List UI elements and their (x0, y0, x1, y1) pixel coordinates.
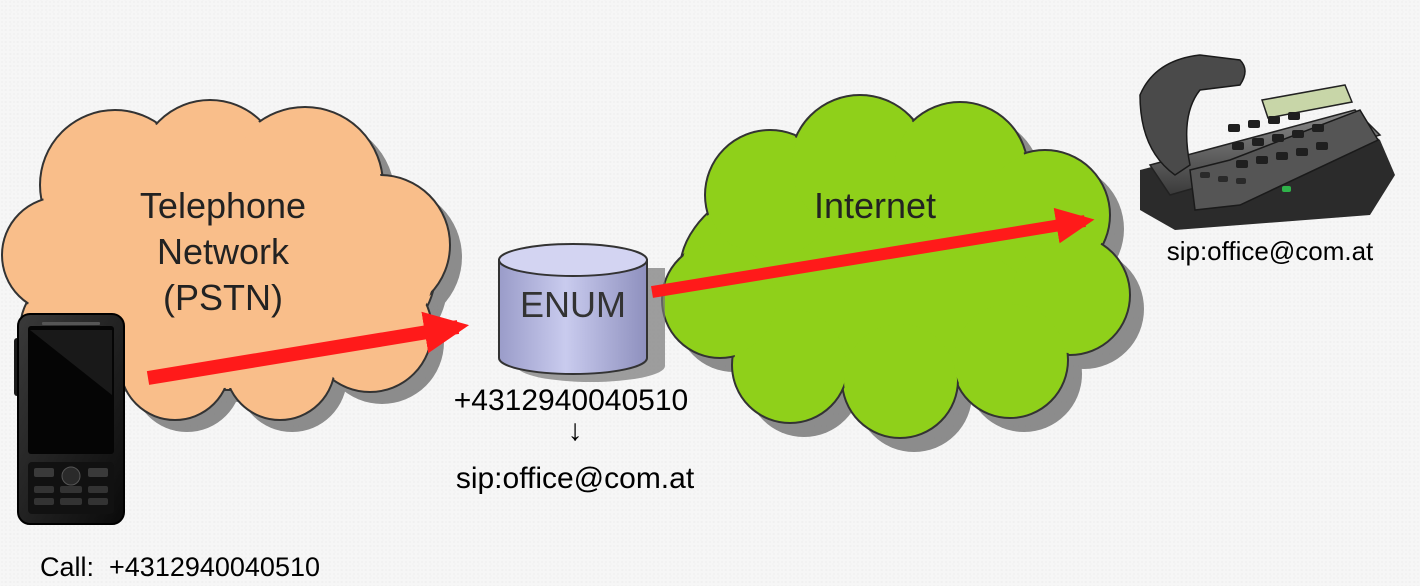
enum-number-label: +4312940040510 (453, 384, 689, 417)
callee-sip-label: sip:office@com.at (1166, 236, 1374, 266)
pstn-label-line-3: (PSTN) (163, 277, 283, 318)
internet-cloud-label: Internet (813, 185, 937, 226)
internet-cloud-fill (664, 97, 1128, 436)
call-arrow-to-internet (651, 207, 1095, 298)
call-arrow-to-enum (146, 311, 470, 385)
caller-number-label: Call: +4312940040510 (40, 552, 320, 582)
pstn-label-line-1: Telephone (139, 185, 307, 226)
enum-label: ENUM (520, 284, 626, 325)
enum-database-icon (498, 243, 665, 382)
desk-phone-icon (1139, 54, 1395, 230)
internet-cloud (661, 94, 1144, 452)
pstn-cloud-label: Telephone Network (PSTN) (88, 183, 358, 321)
pstn-label-line-2: Network (156, 231, 290, 272)
enum-result-label: sip:office@com.at (455, 462, 695, 495)
mobile-phone-icon (14, 313, 125, 525)
down-arrow-icon: ↓ (567, 414, 583, 447)
